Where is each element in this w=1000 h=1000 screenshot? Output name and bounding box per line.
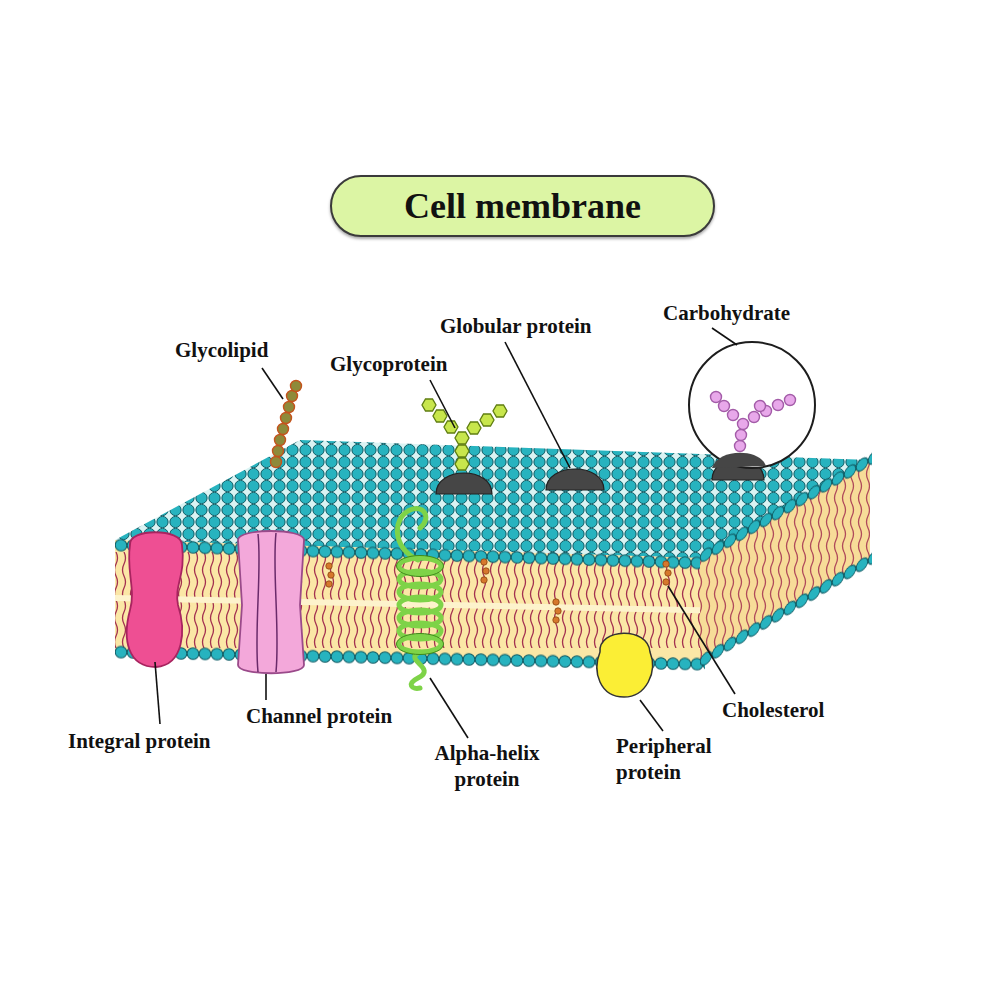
part-label: Channel protein xyxy=(246,703,392,729)
part-label: Peripheral protein xyxy=(616,733,741,786)
title-banner: Cell membrane xyxy=(330,175,715,237)
part-label: Globular protein xyxy=(440,313,592,339)
title-text: Cell membrane xyxy=(404,185,641,227)
part-label: Glycolipid xyxy=(175,337,268,363)
part-label: Cholesterol xyxy=(722,697,824,723)
part-label: Glycoprotein xyxy=(330,351,447,377)
part-label: Carbohydrate xyxy=(663,300,790,326)
part-label: Alpha-helix protein xyxy=(417,740,557,793)
part-label: Integral protein xyxy=(68,728,211,754)
